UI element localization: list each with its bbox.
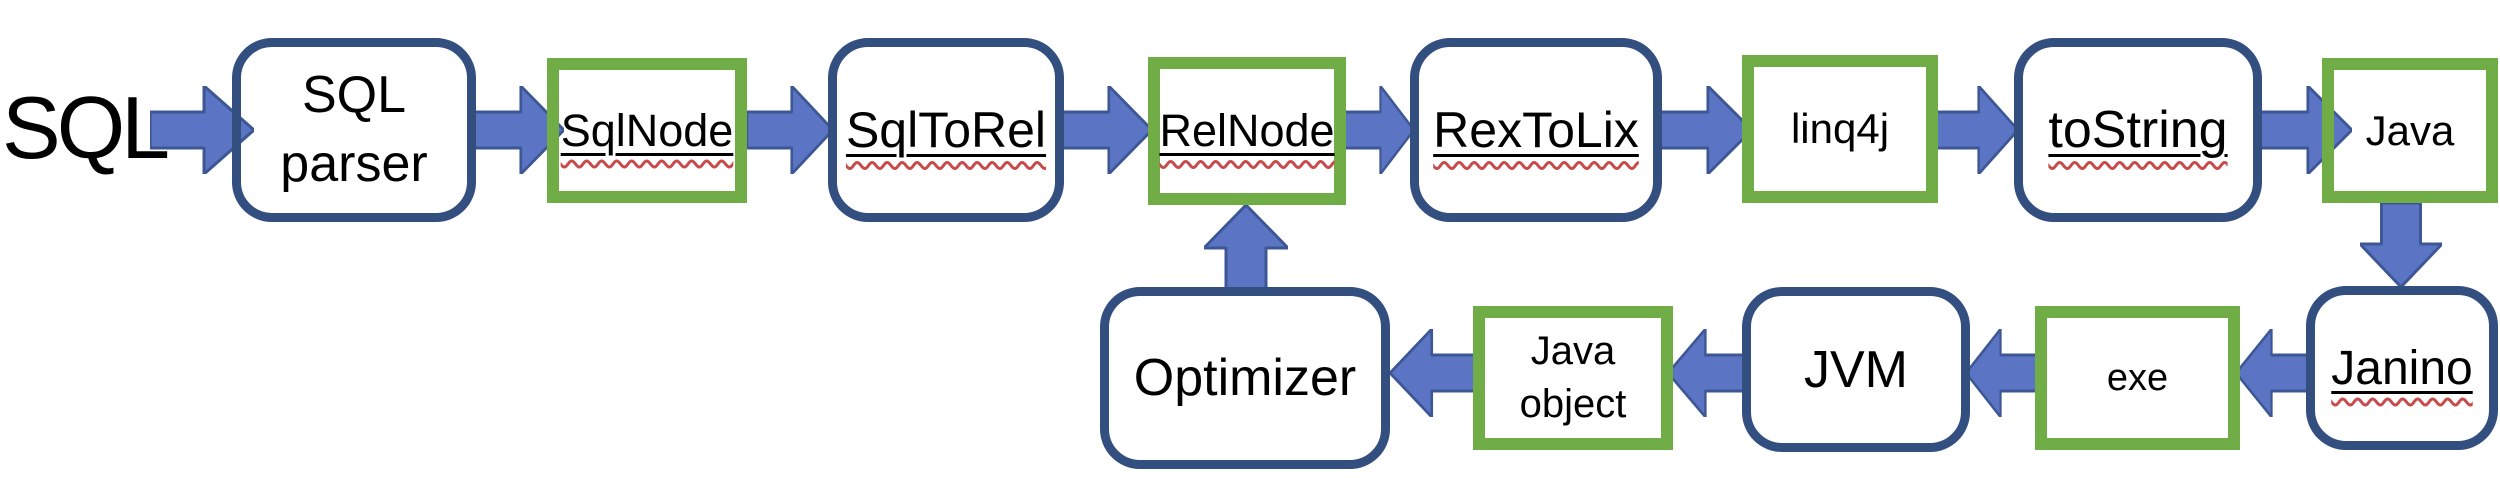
connector-optimizer-to-relnode [1204, 205, 1288, 289]
node-tostring-label: toString [2048, 101, 2228, 159]
node-sqlnode-label: SqlNode [560, 104, 734, 156]
node-exe: exe [2035, 306, 2240, 450]
node-sql-parser: SQL parser [232, 38, 476, 222]
node-relnode: RelNode [1148, 57, 1346, 205]
arrow-right-icon [747, 86, 833, 174]
node-java: Java [2322, 58, 2498, 203]
connector-linq4j-to-tostring [1936, 86, 2018, 174]
node-janino-label: Janino [2331, 341, 2473, 395]
arrow-right-icon [150, 86, 254, 174]
arrow-left-icon [1966, 329, 2038, 417]
node-optimizer-label: Optimizer [1133, 349, 1357, 407]
arrow-down-icon [2360, 203, 2442, 287]
connector-relnode-to-rextolix [1344, 86, 1414, 174]
node-rextolix: RexToLix [1410, 38, 1662, 222]
node-java-object-label: Java object [1519, 329, 1627, 426]
connector-sql-to-sqlparser [150, 86, 254, 174]
arrow-right-icon [474, 86, 564, 174]
connector-java-to-janino [2360, 203, 2442, 287]
node-sqltorel-label: SqlToRel [845, 102, 1047, 158]
arrow-left-icon [1668, 329, 1746, 417]
node-java-label: Java [2365, 106, 2455, 154]
connector-sqlnode-to-sqltorel [747, 86, 833, 174]
connector-jvm-to-javaobject [1668, 329, 1746, 417]
node-optimizer: Optimizer [1100, 287, 1390, 469]
node-jvm: JVM [1742, 287, 1970, 452]
arrow-right-icon [1344, 86, 1414, 174]
node-relnode-label: RelNode [1159, 105, 1335, 156]
node-linq4j: linq4j [1742, 55, 1938, 203]
input-sql-label: SQL [2, 53, 170, 203]
connector-sqltorel-to-relnode [1062, 86, 1152, 174]
arrow-right-icon [1660, 86, 1752, 174]
connector-rextolix-to-linq4j [1660, 86, 1752, 174]
arrow-right-icon [1936, 86, 2018, 174]
input-sql-text: SQL [2, 78, 170, 177]
arrow-left-icon [1390, 329, 1477, 417]
connector-javaobject-to-optimizer [1390, 329, 1477, 417]
node-rextolix-label: RexToLix [1433, 102, 1639, 158]
connector-janino-to-exe [2236, 329, 2310, 417]
connector-sqlparser-to-sqlnode [474, 86, 564, 174]
node-java-object: Java object [1473, 306, 1673, 450]
connector-exe-to-jvm [1966, 329, 2038, 417]
arrow-up-icon [1204, 205, 1288, 289]
node-exe-label: exe [2106, 356, 2169, 399]
node-sqlnode: SqlNode [547, 58, 747, 203]
arrow-left-icon [2236, 329, 2310, 417]
node-sql-parser-label: SQL parser [280, 66, 428, 193]
node-tostring: toString [2014, 38, 2262, 222]
node-janino: Janino [2306, 286, 2498, 450]
node-sqltorel: SqlToRel [828, 38, 1064, 222]
node-linq4j-label: linq4j [1790, 105, 1890, 152]
arrow-right-icon [1062, 86, 1152, 174]
node-jvm-label: JVM [1804, 340, 1908, 399]
